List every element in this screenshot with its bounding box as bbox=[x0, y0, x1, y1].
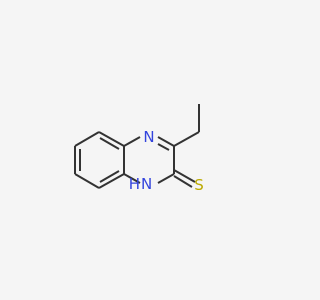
atom-n1-h-label: H bbox=[129, 175, 140, 193]
thione-group bbox=[173, 169, 196, 188]
bond-c4a-n4 bbox=[123, 136, 141, 147]
benzene-ring bbox=[74, 131, 125, 189]
atom-n4-label: N bbox=[143, 128, 154, 146]
bond-c3-ch2 bbox=[173, 131, 200, 147]
bond-c6-c7 bbox=[74, 173, 100, 189]
atom-n1-label: N bbox=[141, 175, 152, 193]
atom-s-label: S bbox=[194, 176, 204, 194]
bond-n4-c3 bbox=[157, 136, 175, 147]
ethyl-group bbox=[173, 104, 200, 147]
bond-c2-n1 bbox=[157, 173, 175, 184]
bond-c2-s-outer bbox=[173, 169, 196, 183]
bond-n1-c8a bbox=[123, 173, 141, 184]
bond-c8a-c4a-inner bbox=[99, 137, 120, 150]
bond-c2-s-inner bbox=[173, 175, 193, 188]
bond-c7-c8 bbox=[98, 173, 125, 189]
bond-c7-c8-inner bbox=[99, 170, 120, 183]
molecule-structure-diagram: N H N S bbox=[74, 104, 204, 194]
bond-c4a-c5 bbox=[74, 131, 100, 147]
pyrazine-ring bbox=[123, 136, 175, 184]
bond-n4-c3-inner bbox=[157, 143, 170, 151]
bond-c8a-c4a bbox=[98, 131, 125, 147]
